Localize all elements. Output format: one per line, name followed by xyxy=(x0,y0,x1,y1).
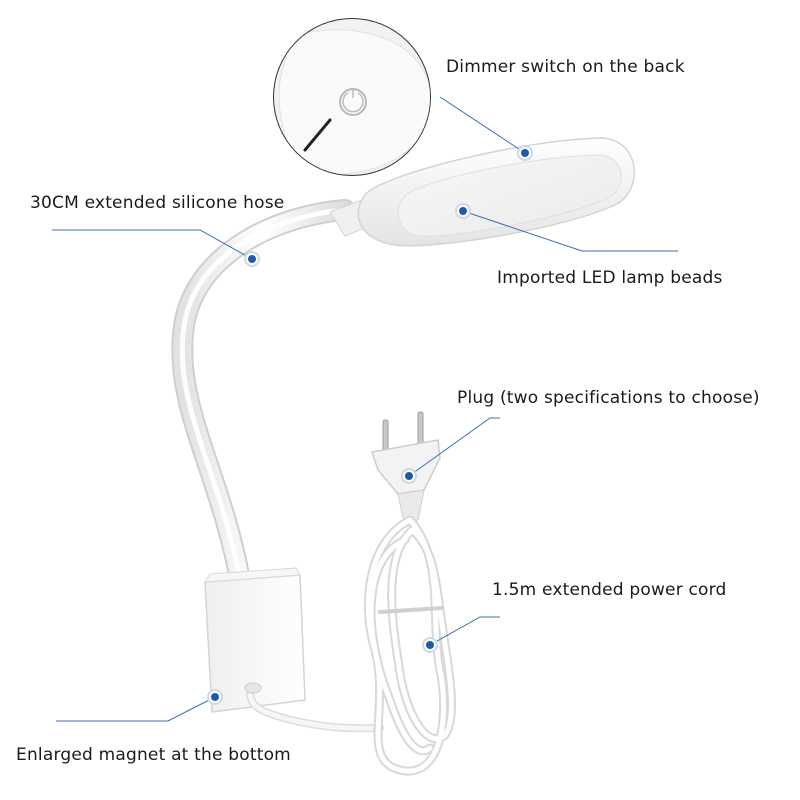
power-cord xyxy=(363,515,456,776)
led-panel xyxy=(397,154,622,237)
power-touch-icon xyxy=(339,88,367,116)
lamp-head xyxy=(357,137,636,247)
callout-label-silicone-hose: 30CM extended silicone hose xyxy=(30,193,285,213)
callout-line-cord xyxy=(429,616,500,646)
callout-label-magnet: Enlarged magnet at the bottom xyxy=(16,745,291,765)
callout-label-dimmer-switch: Dimmer switch on the back xyxy=(446,57,685,77)
callout-line-plug xyxy=(408,417,500,477)
dimmer-switch-inset xyxy=(273,18,431,176)
callout-dot-led xyxy=(455,203,471,219)
callout-line-dimmer xyxy=(439,96,526,154)
callout-line-magnet xyxy=(56,696,216,722)
callout-dots xyxy=(207,145,533,705)
callout-dot-dimmer xyxy=(517,145,533,161)
callout-dot-plug xyxy=(401,468,417,484)
magnetic-base xyxy=(204,567,384,733)
callout-line-led xyxy=(462,210,678,252)
callout-dot-cord xyxy=(422,637,438,653)
callout-label-power-cord: 1.5m extended power cord xyxy=(492,580,727,600)
plug xyxy=(371,411,441,523)
silicone-hose xyxy=(171,195,381,591)
callout-label-plug: Plug (two specifications to choose) xyxy=(457,388,760,408)
callout-dot-magnet xyxy=(207,689,223,705)
callout-line-hose xyxy=(52,229,253,260)
callout-label-led-beads: Imported LED lamp beads xyxy=(497,268,723,288)
callout-dot-hose xyxy=(244,251,260,267)
callout-lines xyxy=(52,96,678,722)
